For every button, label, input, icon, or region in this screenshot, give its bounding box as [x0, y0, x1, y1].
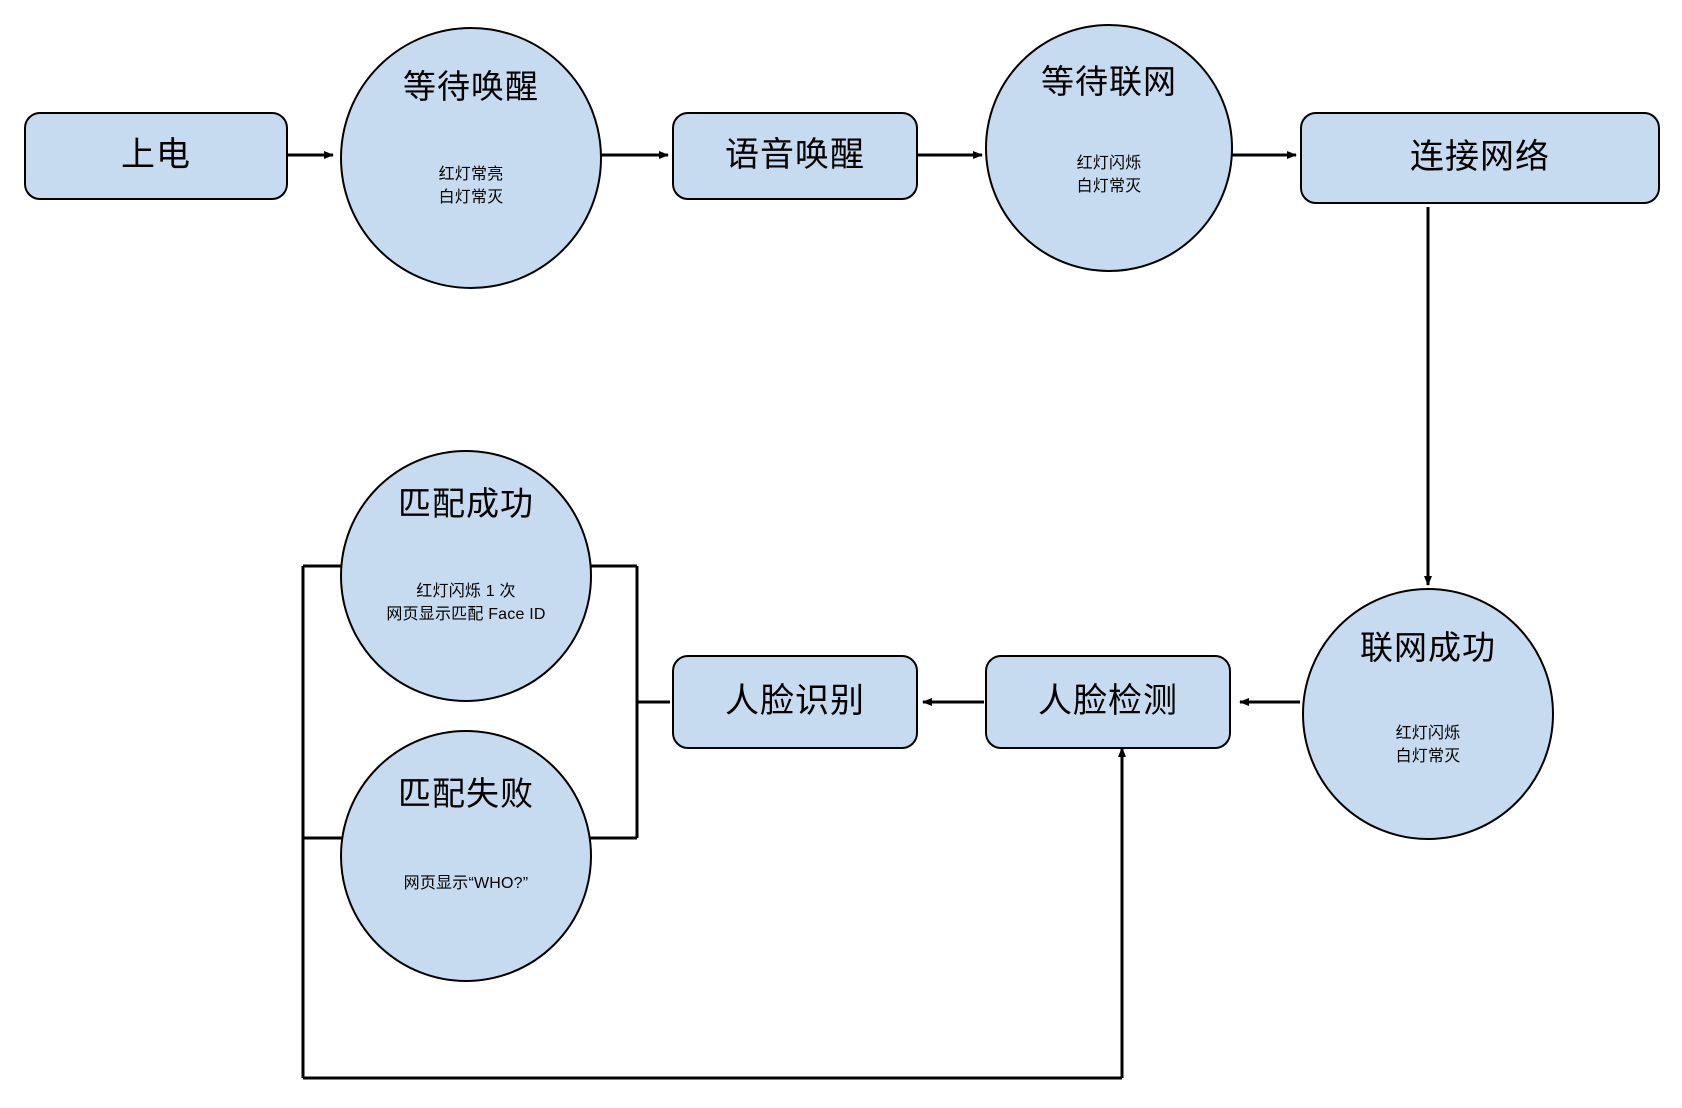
node-network-success-sub: 红灯闪烁 白灯常灭: [1304, 722, 1552, 768]
node-wait-network[interactable]: 等待联网 红灯闪烁 白灯常灭: [985, 24, 1233, 272]
node-face-detect[interactable]: 人脸检测: [985, 655, 1231, 749]
node-match-success[interactable]: 匹配成功 红灯闪烁 1 次 网页显示匹配 Face ID: [340, 450, 592, 702]
edge-face-recognize-to-match-nodes: [590, 564, 670, 840]
node-wait-wakeup-label: 等待唤醒: [403, 68, 539, 105]
node-match-fail-sub: 网页显示“WHO?”: [342, 872, 590, 895]
node-match-success-label: 匹配成功: [398, 485, 534, 522]
node-power-on-label: 上电: [121, 136, 191, 175]
node-match-fail-sub-line-1: 网页显示“WHO?”: [403, 875, 529, 893]
node-face-recognize[interactable]: 人脸识别: [672, 655, 918, 749]
node-network-success-sub-line-1: 红灯闪烁: [1395, 725, 1461, 743]
node-wait-network-sub-line-2: 白灯常灭: [1076, 178, 1142, 196]
node-face-detect-label: 人脸检测: [1038, 682, 1178, 721]
node-wait-wakeup[interactable]: 等待唤醒 红灯常亮 白灯常灭: [340, 27, 602, 289]
node-face-recognize-label: 人脸识别: [725, 682, 865, 721]
node-connect-network[interactable]: 连接网络: [1300, 112, 1660, 204]
node-wait-wakeup-sub-line-1: 红灯常亮: [438, 166, 504, 184]
node-voice-wakeup-label: 语音唤醒: [725, 136, 865, 175]
node-match-fail[interactable]: 匹配失败 网页显示“WHO?”: [340, 730, 592, 982]
node-wait-wakeup-sub-line-2: 白灯常灭: [438, 189, 504, 207]
node-voice-wakeup[interactable]: 语音唤醒: [672, 112, 918, 200]
node-network-success[interactable]: 联网成功 红灯闪烁 白灯常灭: [1302, 588, 1554, 840]
node-wait-wakeup-sub: 红灯常亮 白灯常灭: [342, 163, 600, 209]
node-wait-network-sub-line-1: 红灯闪烁: [1076, 155, 1142, 173]
node-connect-network-label: 连接网络: [1410, 138, 1550, 177]
node-network-success-label: 联网成功: [1360, 629, 1496, 666]
node-match-fail-label: 匹配失败: [398, 775, 534, 812]
node-power-on[interactable]: 上电: [24, 112, 288, 200]
node-wait-network-label: 等待联网: [1041, 63, 1177, 100]
node-match-success-sub-line-1: 红灯闪烁 1 次: [416, 583, 516, 601]
node-network-success-sub-line-2: 白灯常灭: [1395, 748, 1461, 766]
edge-match-nodes-left-bracket: [301, 564, 345, 1078]
node-wait-network-sub: 红灯闪烁 白灯常灭: [987, 152, 1231, 198]
node-match-success-sub-line-2: 网页显示匹配 Face ID: [386, 606, 546, 624]
node-match-success-sub: 红灯闪烁 1 次 网页显示匹配 Face ID: [342, 580, 590, 626]
